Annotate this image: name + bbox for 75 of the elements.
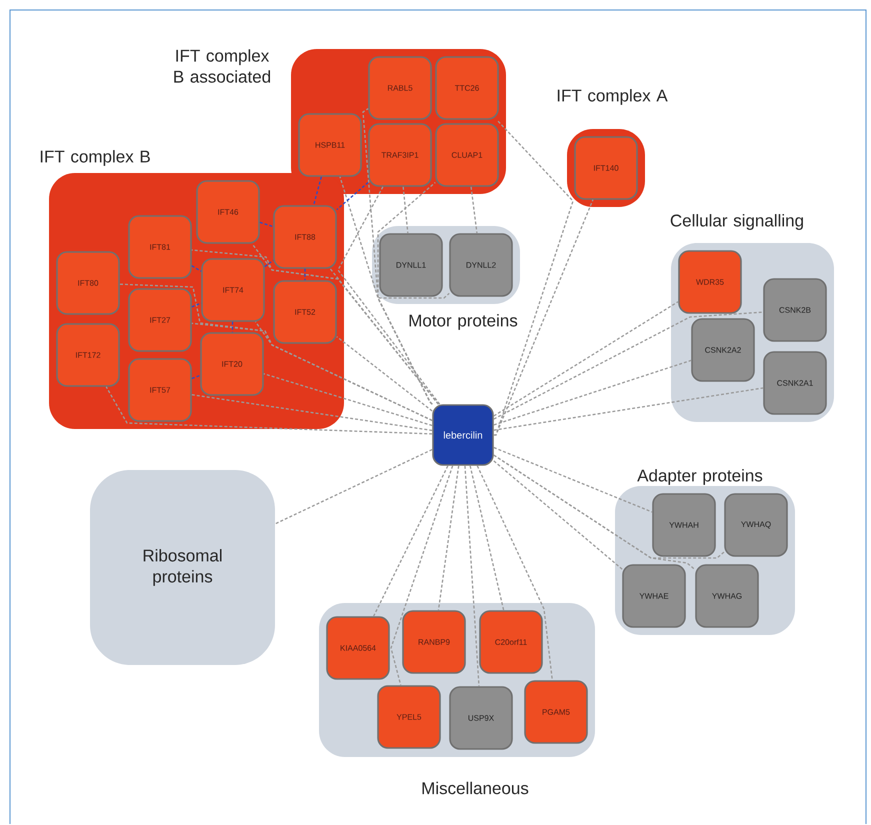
protein-box: IFT27 xyxy=(128,288,192,352)
protein-box: YWHAQ xyxy=(724,493,788,557)
group-heading: Miscellaneous xyxy=(422,782,528,794)
protein-box: PGAM5 xyxy=(524,680,588,744)
interaction-line xyxy=(191,265,202,272)
protein-box: YPEL5 xyxy=(377,685,441,749)
interaction-line xyxy=(438,466,460,610)
central-protein-box: lebercilin xyxy=(432,404,494,466)
interaction-line xyxy=(192,394,432,432)
protein-box: IFT81 xyxy=(128,215,192,279)
protein-box: USP9X xyxy=(449,686,513,750)
interaction-line xyxy=(260,222,274,228)
group-heading: Cellular signalling xyxy=(670,214,803,230)
protein-box: HSPB11 xyxy=(298,113,362,177)
protein-box: IFT57 xyxy=(128,358,192,422)
interaction-line xyxy=(264,373,432,426)
protein-box: TTC26 xyxy=(435,56,499,120)
interaction-line xyxy=(304,268,306,280)
protein-box: IFT140 xyxy=(574,136,638,200)
protein-box: DYNLL2 xyxy=(449,233,513,297)
protein-box: KIAA0564 xyxy=(326,616,390,680)
protein-box: IFT172 xyxy=(56,323,120,387)
interaction-line xyxy=(476,466,553,680)
protein-box: RABL5 xyxy=(368,56,432,120)
group-heading: Adapter proteins xyxy=(637,469,762,485)
interaction-line xyxy=(494,360,692,426)
interaction-line xyxy=(390,466,454,686)
interaction-line xyxy=(494,311,764,420)
interaction-line xyxy=(464,466,480,686)
protein-box: IFT46 xyxy=(196,180,260,244)
protein-box: IFT74 xyxy=(201,258,265,322)
interaction-line xyxy=(264,260,274,268)
protein-box: DYNLL1 xyxy=(379,233,443,297)
interaction-line xyxy=(274,448,432,524)
interaction-line xyxy=(493,454,696,570)
interaction-line xyxy=(494,387,764,431)
interaction-line xyxy=(192,322,432,422)
interaction-line xyxy=(494,446,652,513)
blob-region: Ribosomal proteins xyxy=(90,470,275,665)
interaction-line xyxy=(402,186,408,234)
protein-box: RANBP9 xyxy=(402,610,466,674)
interaction-line xyxy=(192,249,439,405)
protein-box: IFT52 xyxy=(273,280,337,344)
interaction-line xyxy=(106,386,432,435)
interaction-line xyxy=(192,302,202,308)
interaction-line xyxy=(470,466,504,610)
interaction-line xyxy=(336,182,369,210)
protein-box: YWHAE xyxy=(622,564,686,628)
protein-box: YWHAH xyxy=(652,493,716,557)
interaction-line xyxy=(376,292,450,405)
group-heading: IFT complex B xyxy=(40,150,150,166)
protein-box: YWHAG xyxy=(695,564,759,628)
group-heading: IFT complex B associated xyxy=(174,49,270,83)
interaction-line xyxy=(336,336,433,412)
protein-box: CLUAP1 xyxy=(435,123,499,187)
protein-box: CSNK2B xyxy=(763,278,827,342)
protein-box: TRAF3IP1 xyxy=(368,123,432,187)
interaction-line xyxy=(373,466,448,616)
interaction-line xyxy=(493,460,623,570)
protein-box: IFT88 xyxy=(273,205,337,269)
group-heading: Motor proteins xyxy=(410,314,518,330)
protein-box: IFT20 xyxy=(200,332,264,396)
interaction-line xyxy=(313,176,322,206)
protein-box: IFT80 xyxy=(56,251,120,315)
group-heading: IFT complex A xyxy=(558,89,668,105)
interaction-line xyxy=(192,374,200,380)
protein-box: C20orf11 xyxy=(479,610,543,674)
protein-box: CSNK2A2 xyxy=(691,318,755,382)
protein-box: WDR35 xyxy=(678,250,742,314)
interaction-line xyxy=(330,268,439,405)
interaction-line xyxy=(232,322,234,332)
interaction-line xyxy=(470,186,478,234)
interaction-line xyxy=(494,200,594,436)
protein-box: CSNK2A1 xyxy=(763,351,827,415)
interaction-line xyxy=(493,301,679,416)
